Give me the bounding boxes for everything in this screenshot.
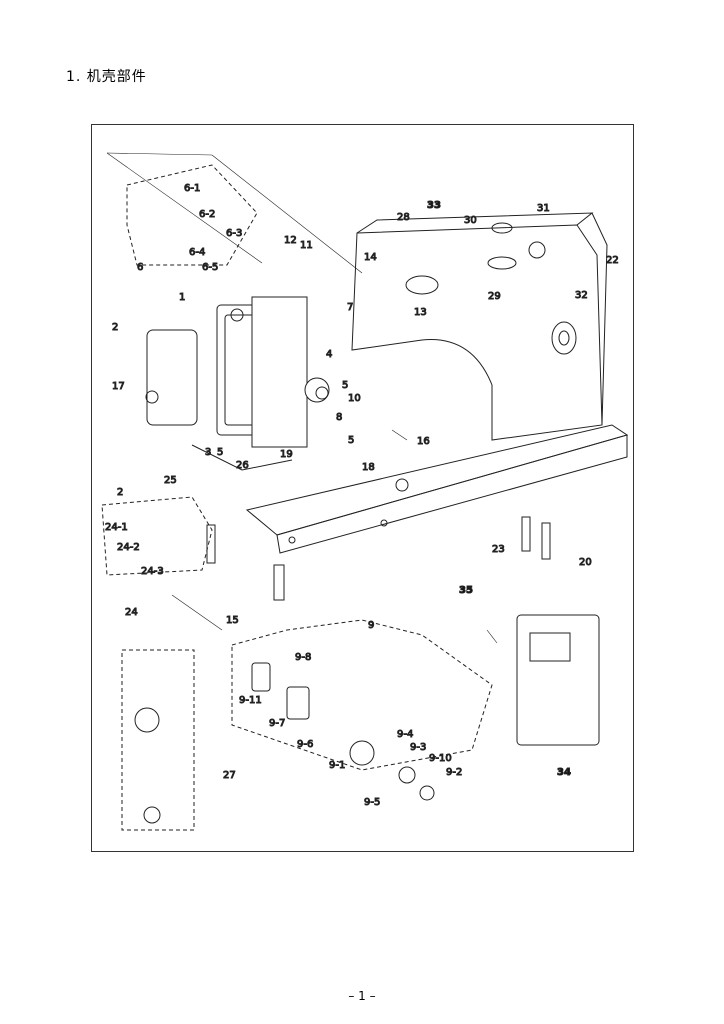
callout-7: 7 <box>347 302 353 313</box>
callout-29: 29 <box>488 291 501 302</box>
callout-9-10: 9-10 <box>429 753 452 764</box>
callout-5a: 5 <box>342 380 348 391</box>
callout-24-3: 24-3 <box>141 566 164 577</box>
sewing-machine-illustration: 1 2 2 3 4 5 5 5 6 6-1 6-2 6-3 6-4 6-5 7 … <box>101 152 629 831</box>
leader-lines <box>106 152 498 644</box>
callout-18: 18 <box>362 462 375 473</box>
callout-6: 6 <box>137 262 143 273</box>
callout-6-3: 6-3 <box>226 228 242 239</box>
page-number: – 1 – <box>348 989 376 1003</box>
callout-5c: 5 <box>348 435 354 446</box>
callout-22: 22 <box>606 255 619 266</box>
callout-32: 32 <box>575 290 588 301</box>
callout-24-1: 24-1 <box>105 522 128 533</box>
callout-9: 9 <box>368 620 374 631</box>
callout-6-5: 6-5 <box>202 262 218 273</box>
callout-4: 4 <box>326 349 332 360</box>
callout-35: 35 <box>459 585 473 596</box>
section-title: 1. 机壳部件 <box>66 69 147 85</box>
callout-8: 8 <box>336 412 342 423</box>
callout-20: 20 <box>579 557 592 568</box>
callout-3: 3 <box>205 447 211 458</box>
callout-33: 33 <box>427 200 441 211</box>
callout-5b: 5 <box>217 447 223 458</box>
callout-9-3: 9-3 <box>410 742 426 753</box>
callout-13: 13 <box>414 307 427 318</box>
callout-30: 30 <box>464 215 477 226</box>
callout-12: 12 <box>284 235 297 246</box>
callout-31: 31 <box>537 203 550 214</box>
callout-28: 28 <box>397 212 410 223</box>
small-parts <box>134 241 600 824</box>
exploded-parts-diagram: 1 2 2 3 4 5 5 5 6 6-1 6-2 6-3 6-4 6-5 7 … <box>91 124 634 852</box>
callout-25: 25 <box>164 475 177 486</box>
callout-10: 10 <box>348 393 361 404</box>
callout-24: 24 <box>125 607 138 618</box>
machine-head <box>145 296 330 471</box>
callout-9-5: 9-5 <box>364 797 380 808</box>
callout-9-2: 9-2 <box>446 767 462 778</box>
callout-9-8: 9-8 <box>295 652 311 663</box>
callout-9-1: 9-1 <box>329 760 345 771</box>
callout-34: 34 <box>557 767 571 778</box>
callout-9-7: 9-7 <box>269 718 285 729</box>
machine-arm <box>351 212 608 441</box>
callout-16: 16 <box>417 436 430 447</box>
callout-23: 23 <box>492 544 505 555</box>
callout-labels: 1 2 2 3 4 5 5 5 6 6-1 6-2 6-3 6-4 6-5 7 … <box>105 183 620 809</box>
callout-15: 15 <box>226 615 239 626</box>
callout-2b: 2 <box>117 487 123 498</box>
callout-27: 27 <box>223 770 236 781</box>
callout-6-2: 6-2 <box>199 209 215 220</box>
callout-24-2: 24-2 <box>117 542 140 553</box>
callout-14: 14 <box>364 252 377 263</box>
callout-11: 11 <box>300 240 313 251</box>
callout-1: 1 <box>179 292 185 303</box>
callout-6-4: 6-4 <box>189 247 205 258</box>
callout-6-1: 6-1 <box>184 183 200 194</box>
machine-bed <box>245 424 629 554</box>
callout-9-4: 9-4 <box>397 729 413 740</box>
callout-17: 17 <box>112 381 125 392</box>
callout-19: 19 <box>280 449 293 460</box>
callout-26: 26 <box>236 460 249 471</box>
callout-9-11: 9-11 <box>239 695 262 706</box>
callout-2: 2 <box>112 322 118 333</box>
callout-9-6: 9-6 <box>297 739 313 750</box>
